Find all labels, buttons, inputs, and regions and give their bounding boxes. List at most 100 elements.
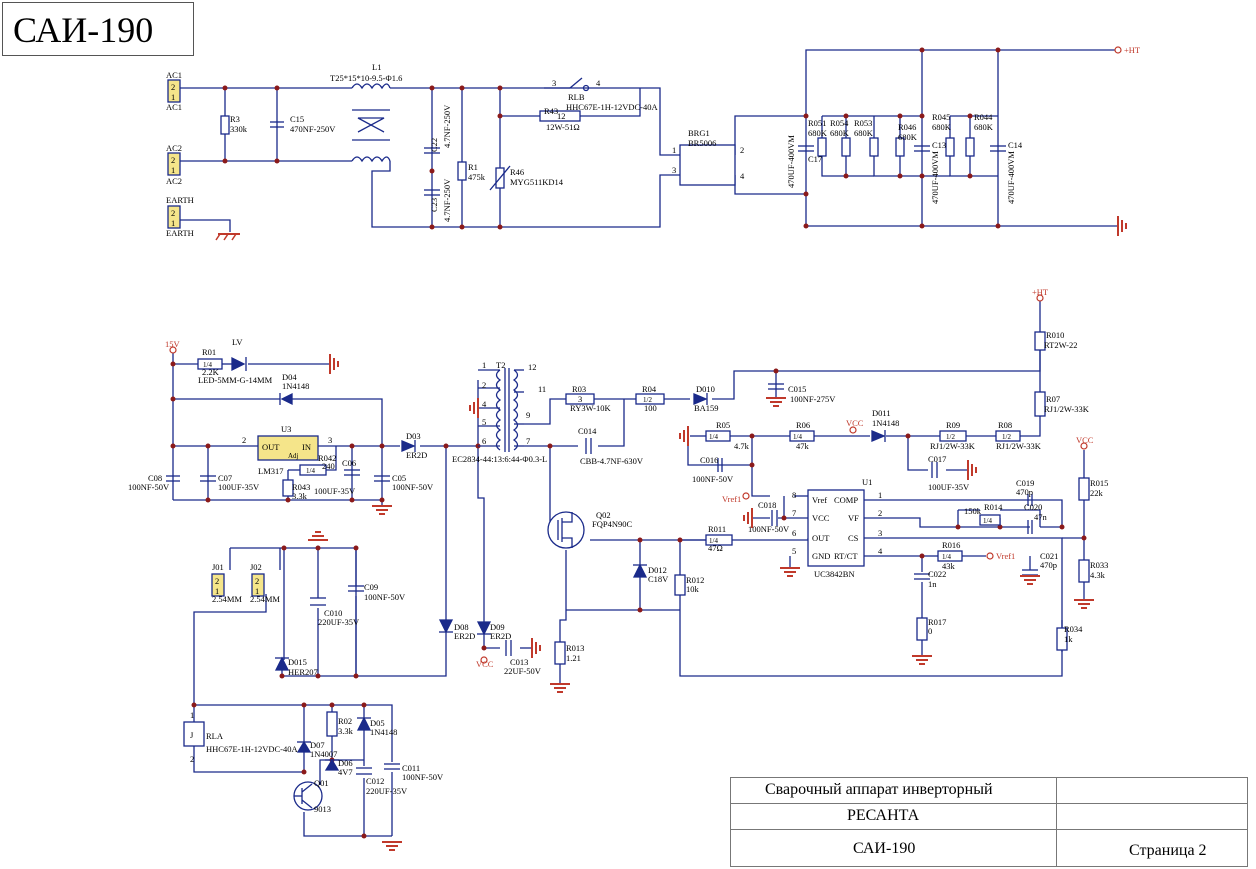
ic-u1 — [807, 489, 865, 567]
component-label: RT/CT — [834, 551, 858, 561]
pin-label: 2 — [171, 82, 175, 92]
component-label: 2 — [878, 508, 882, 518]
component-label: 15V — [165, 339, 181, 349]
component-label: 1N4148 — [370, 727, 397, 737]
component-label: 680K — [932, 122, 952, 132]
description-text: Сварочный аппарат инверторный — [765, 781, 993, 798]
resistor-r01 — [197, 358, 223, 370]
model-text: САИ-190 — [853, 840, 916, 857]
component-label: 2.54MM — [250, 594, 280, 604]
component-label: BRG1 — [688, 128, 710, 138]
component-label: 12 — [528, 362, 537, 372]
component-label: LED-5MM-G-14MM — [198, 375, 273, 385]
component-label: RJ1/2W-33K — [1044, 404, 1090, 414]
component-label: 100NF-50V — [692, 474, 734, 484]
connector-ac2 — [167, 152, 181, 176]
component-label: R02 — [338, 716, 352, 726]
component-label: GND — [812, 551, 830, 561]
component-label: Vref — [812, 495, 827, 505]
component-label: 680K — [854, 128, 874, 138]
pin-label: 1 — [171, 165, 175, 175]
component-label: 1/2 — [946, 433, 955, 441]
component-label: 100NF-50V — [392, 482, 434, 492]
component-label: C22 — [429, 138, 439, 152]
component-label: R034 — [1064, 624, 1083, 634]
component-label: 1.21 — [566, 653, 581, 663]
component-label: C020 — [1024, 502, 1042, 512]
component-label: 470UF-400VM — [786, 135, 796, 188]
component-label: 4V7 — [338, 767, 353, 777]
component-label: Vref1 — [996, 551, 1015, 561]
component-label: R46 — [510, 167, 524, 177]
component-label: 1/4 — [793, 433, 802, 441]
component-label: COMP — [834, 495, 858, 505]
component-label: RY3W-10K — [570, 403, 611, 413]
component-label: 470UF-400VM — [1006, 151, 1016, 204]
component-label: 470UF-400VM — [930, 151, 940, 204]
component-label: VCC — [812, 513, 830, 523]
component-label: R08 — [998, 420, 1012, 430]
pin-label: 2 — [255, 576, 259, 586]
component-label: R012 — [686, 575, 704, 585]
component-label: D09 — [490, 622, 505, 632]
component-label: 100UF-35V — [314, 486, 356, 496]
component-label: D04 — [282, 372, 297, 382]
component-label: R011 — [708, 524, 726, 534]
component-label: VCC — [1076, 435, 1094, 445]
label-ac2-top: AC2 — [166, 143, 182, 153]
component-label: 680K — [808, 128, 828, 138]
component-label: Vref1 — [722, 494, 741, 504]
component-label: 4.7NF-250V — [442, 178, 452, 222]
component-label: 3 — [578, 394, 582, 404]
component-label: EC2834-44:13:6:44-Φ0.3-L — [452, 454, 547, 464]
component-label: ER2D — [454, 631, 475, 641]
net-flags — [169, 46, 1122, 664]
title-block-cell — [1056, 777, 1248, 805]
pin-label: 1 — [171, 92, 175, 102]
component-label: C18V — [648, 574, 669, 584]
connector-ac1 — [167, 79, 181, 103]
component-label: D08 — [454, 622, 469, 632]
component-label: BA159 — [694, 403, 719, 413]
component-label: C17 — [808, 154, 822, 164]
component-label: 0 — [928, 626, 932, 636]
component-label: 22k — [1090, 488, 1104, 498]
component-label: 100NF-50V — [402, 772, 444, 782]
component-label: RLA — [206, 731, 224, 741]
component-label: 5 — [792, 546, 796, 556]
component-label: 9 — [526, 410, 530, 420]
component-label: R010 — [1046, 330, 1064, 340]
component-label: R1 — [468, 162, 478, 172]
component-label: D011 — [872, 408, 891, 418]
component-label: 2 — [482, 380, 486, 390]
component-label: C016 — [700, 455, 718, 465]
component-label: CS — [848, 533, 859, 543]
component-label: 100NF-50V — [748, 524, 790, 534]
component-label: D03 — [406, 431, 421, 441]
component-label: D05 — [370, 718, 385, 728]
component-label: R014 — [984, 502, 1003, 512]
sheet-title: САИ-190 — [13, 10, 154, 50]
component-label: C13 — [932, 140, 946, 150]
components — [166, 77, 1090, 811]
connector-j01 — [211, 573, 225, 597]
component-label: 3.3k — [338, 726, 354, 736]
component-label: FQP4N90C — [592, 519, 632, 529]
component-label: D07 — [310, 740, 325, 750]
component-label: C011 — [402, 763, 420, 773]
regulator-u3 — [257, 435, 319, 461]
component-label: 6 — [482, 436, 486, 446]
component-label: 150k — [964, 506, 982, 516]
component-label: +HT — [1032, 287, 1049, 297]
component-label: C06 — [342, 458, 356, 468]
component-label: 4.3k — [1090, 570, 1106, 580]
title-block-cell: Страница 2 — [1056, 829, 1248, 867]
component-label: 1N4007 — [310, 749, 337, 759]
component-label: 12 — [557, 111, 566, 121]
component-label: 2 — [190, 754, 194, 764]
component-label: 240 — [322, 461, 335, 471]
component-label: 10k — [686, 584, 700, 594]
component-label: 4 — [482, 399, 487, 409]
component-label: 4 — [596, 78, 601, 88]
ground-symbols — [215, 215, 1127, 851]
